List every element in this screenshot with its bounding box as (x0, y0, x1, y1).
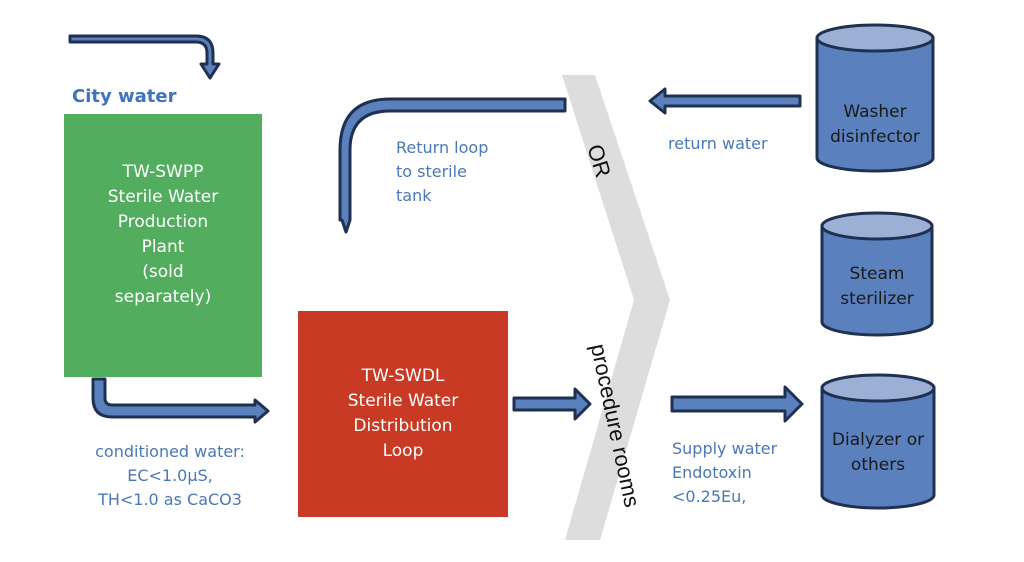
dialyzer-label: Dialyzer or others (822, 428, 934, 478)
return-loop-line: tank (396, 186, 432, 205)
loop-output-arrow-icon (512, 387, 592, 421)
steam-sterilizer-label: Steam sterilizer (822, 262, 932, 312)
distribution-loop-line: Loop (382, 441, 424, 461)
distribution-loop-text: TW-SWDL Sterile Water Distribution Loop (298, 364, 508, 464)
device-line: sterilizer (840, 289, 914, 309)
conditioned-water-line: EC<1.0μS, (127, 466, 213, 485)
distribution-loop-box (298, 311, 508, 517)
supply-water-line: Endotoxin (672, 463, 752, 482)
supply-water-line: Supply water (672, 439, 778, 458)
dialyzer-cylinder-icon (820, 373, 936, 510)
production-plant-box (64, 114, 262, 377)
distribution-loop-line: Distribution (353, 416, 453, 436)
production-plant-line: (sold (142, 262, 184, 282)
distribution-loop-line: TW-SWDL (361, 366, 445, 386)
return-loop-arrow-icon (338, 97, 567, 234)
production-plant-line: Plant (141, 237, 185, 257)
device-line: others (850, 455, 906, 475)
device-line: disinfector (830, 127, 920, 147)
conditioned-water-line: conditioned water: (95, 442, 245, 461)
return-loop-line: to sterile (396, 162, 467, 181)
city-water-label: City water (72, 86, 177, 107)
return-water-label: return water (668, 134, 768, 153)
washer-disinfector-cylinder-icon (815, 23, 935, 173)
washer-disinfector-label: Washer disinfector (817, 100, 933, 150)
return-water-arrow-icon (648, 87, 802, 115)
distribution-loop-line: Sterile Water (347, 391, 459, 411)
device-line: Washer (843, 102, 907, 122)
production-plant-line: separately) (114, 287, 212, 307)
device-line: Dialyzer or (831, 430, 925, 450)
return-loop-label: Return loop to sterile tank (396, 136, 488, 208)
return-loop-line: Return loop (396, 138, 489, 157)
production-plant-line: Sterile Water (107, 187, 219, 207)
supply-water-line: <0.25Eu, (672, 487, 747, 506)
city-water-arrow-icon (68, 34, 221, 80)
conditioned-water-arrow-icon (91, 377, 270, 424)
supply-water-arrow-icon (670, 385, 804, 423)
conditioned-water-line: TH<1.0 as CaCO3 (98, 490, 242, 509)
supply-water-label: Supply water Endotoxin <0.25Eu, (672, 437, 777, 509)
steam-sterilizer-cylinder-icon (820, 211, 934, 337)
chevron-band (562, 75, 670, 540)
production-plant-line: Production (117, 212, 209, 232)
production-plant-line: TW-SWPP (122, 162, 204, 182)
production-plant-text: TW-SWPP Sterile Water Production Plant (… (64, 160, 262, 310)
device-line: Steam (849, 264, 905, 284)
conditioned-water-label: conditioned water: EC<1.0μS, TH<1.0 as C… (50, 440, 290, 512)
